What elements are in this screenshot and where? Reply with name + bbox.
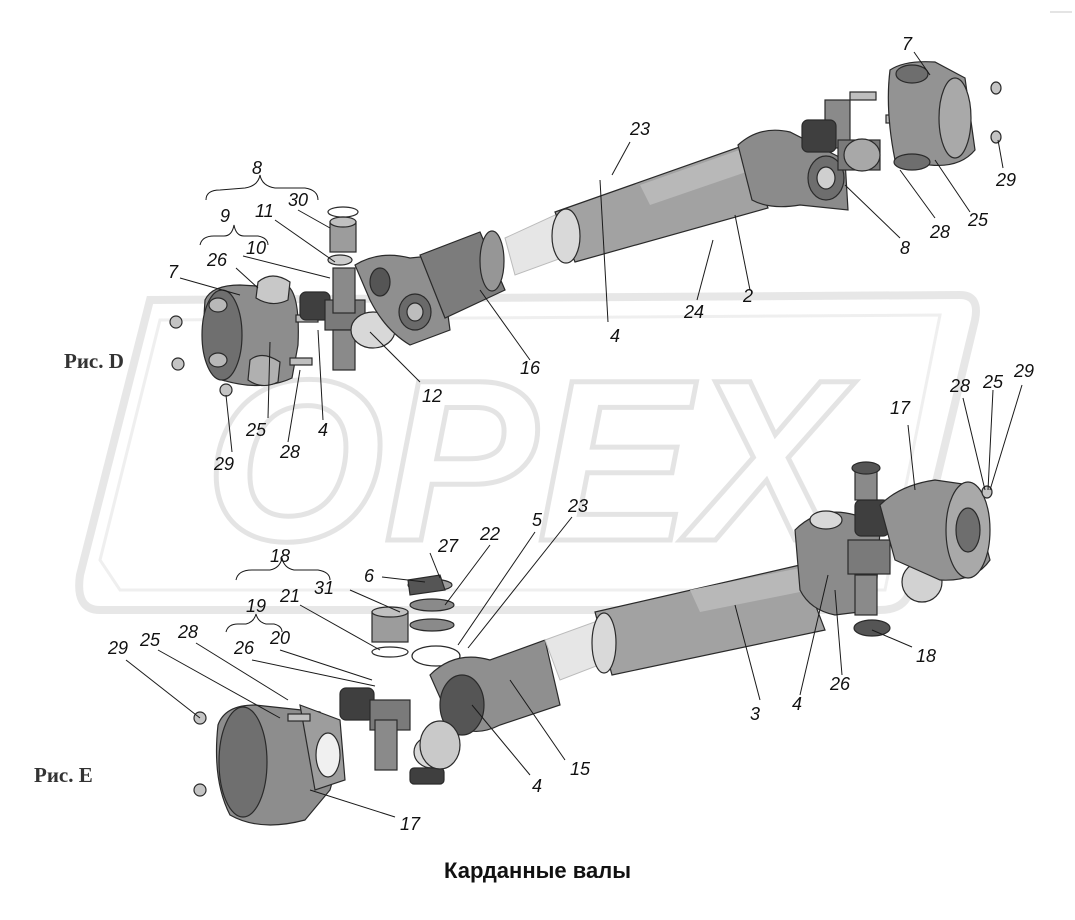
callout-e-26b: 26 [829, 674, 851, 694]
callout-labels: 8 9 11 30 10 26 7 12 16 25 4 29 28 23 4 … [107, 34, 1034, 834]
callout-d-2: 2 [742, 286, 753, 306]
cross-spider-d [299, 206, 396, 371]
callout-e-25b: 25 [139, 630, 161, 650]
callout-e-21: 21 [279, 586, 300, 606]
callout-d-26: 26 [206, 250, 228, 270]
cross-spider-d-right [801, 91, 913, 172]
callout-d-10: 10 [246, 238, 266, 258]
callout-e-19: 19 [246, 596, 266, 616]
callout-e-25: 25 [982, 372, 1004, 392]
callout-d-28b: 28 [929, 222, 950, 242]
callout-d-8b: 8 [900, 238, 910, 258]
figure-e-assembly [193, 461, 993, 826]
watermark-logo: OPEX [75, 290, 980, 614]
figure-label-d: Рис. D [64, 349, 124, 373]
figure-label-e: Рис. E [34, 763, 93, 787]
callout-e-17b: 17 [400, 814, 421, 834]
callout-d-7: 7 [168, 262, 179, 282]
callout-d-30: 30 [288, 190, 308, 210]
callout-d-7b: 7 [902, 34, 913, 54]
callout-e-27: 27 [437, 536, 459, 556]
figure-d-assembly [169, 61, 1002, 397]
callout-e-22: 22 [479, 524, 500, 544]
callout-e-4b: 4 [792, 694, 802, 714]
callout-d-28: 28 [279, 442, 300, 462]
callout-d-25b: 25 [967, 210, 989, 230]
callout-d-8: 8 [252, 158, 262, 178]
leader-lines [125, 51, 1023, 818]
stacked-parts-e [407, 574, 461, 667]
slip-yoke-d [354, 230, 506, 346]
cross-spider-e-right [847, 461, 943, 637]
flange-yoke-e-left [193, 704, 346, 826]
callout-e-4: 4 [532, 776, 542, 796]
callout-d-25: 25 [245, 420, 267, 440]
callout-d-4b: 4 [610, 326, 620, 346]
callout-d-12: 12 [422, 386, 442, 406]
callout-e-3: 3 [750, 704, 760, 724]
callout-d-4: 4 [318, 420, 328, 440]
callout-d-24: 24 [683, 302, 704, 322]
callout-e-28b: 28 [177, 622, 198, 642]
callout-e-29: 29 [1013, 361, 1034, 381]
callout-e-18: 18 [270, 546, 290, 566]
callout-e-26: 26 [233, 638, 255, 658]
flange-yoke-d-right [887, 61, 1002, 171]
callout-e-20: 20 [269, 628, 290, 648]
callout-e-15: 15 [570, 759, 591, 779]
callout-d-29b: 29 [995, 170, 1016, 190]
callout-e-23: 23 [567, 496, 588, 516]
callout-d-11: 11 [255, 201, 274, 221]
callout-e-6: 6 [364, 566, 375, 586]
watermark-text: OPEX [205, 332, 856, 589]
tube-shaft-2 [551, 129, 849, 264]
callout-e-5: 5 [532, 510, 543, 530]
slip-yoke-e [419, 639, 561, 770]
flange-yoke-e-right [879, 479, 993, 581]
callout-e-17: 17 [890, 398, 911, 418]
callout-d-16: 16 [520, 358, 541, 378]
flange-yoke-d-left [201, 275, 299, 387]
callout-e-29b: 29 [107, 638, 128, 658]
callout-d-9: 9 [220, 206, 230, 226]
callout-e-28: 28 [949, 376, 970, 396]
callout-e-18b: 18 [916, 646, 936, 666]
page-title: Карданные валы [444, 858, 631, 883]
callout-d-29: 29 [213, 454, 234, 474]
callout-e-31: 31 [314, 578, 334, 598]
callout-d-23: 23 [629, 119, 650, 139]
